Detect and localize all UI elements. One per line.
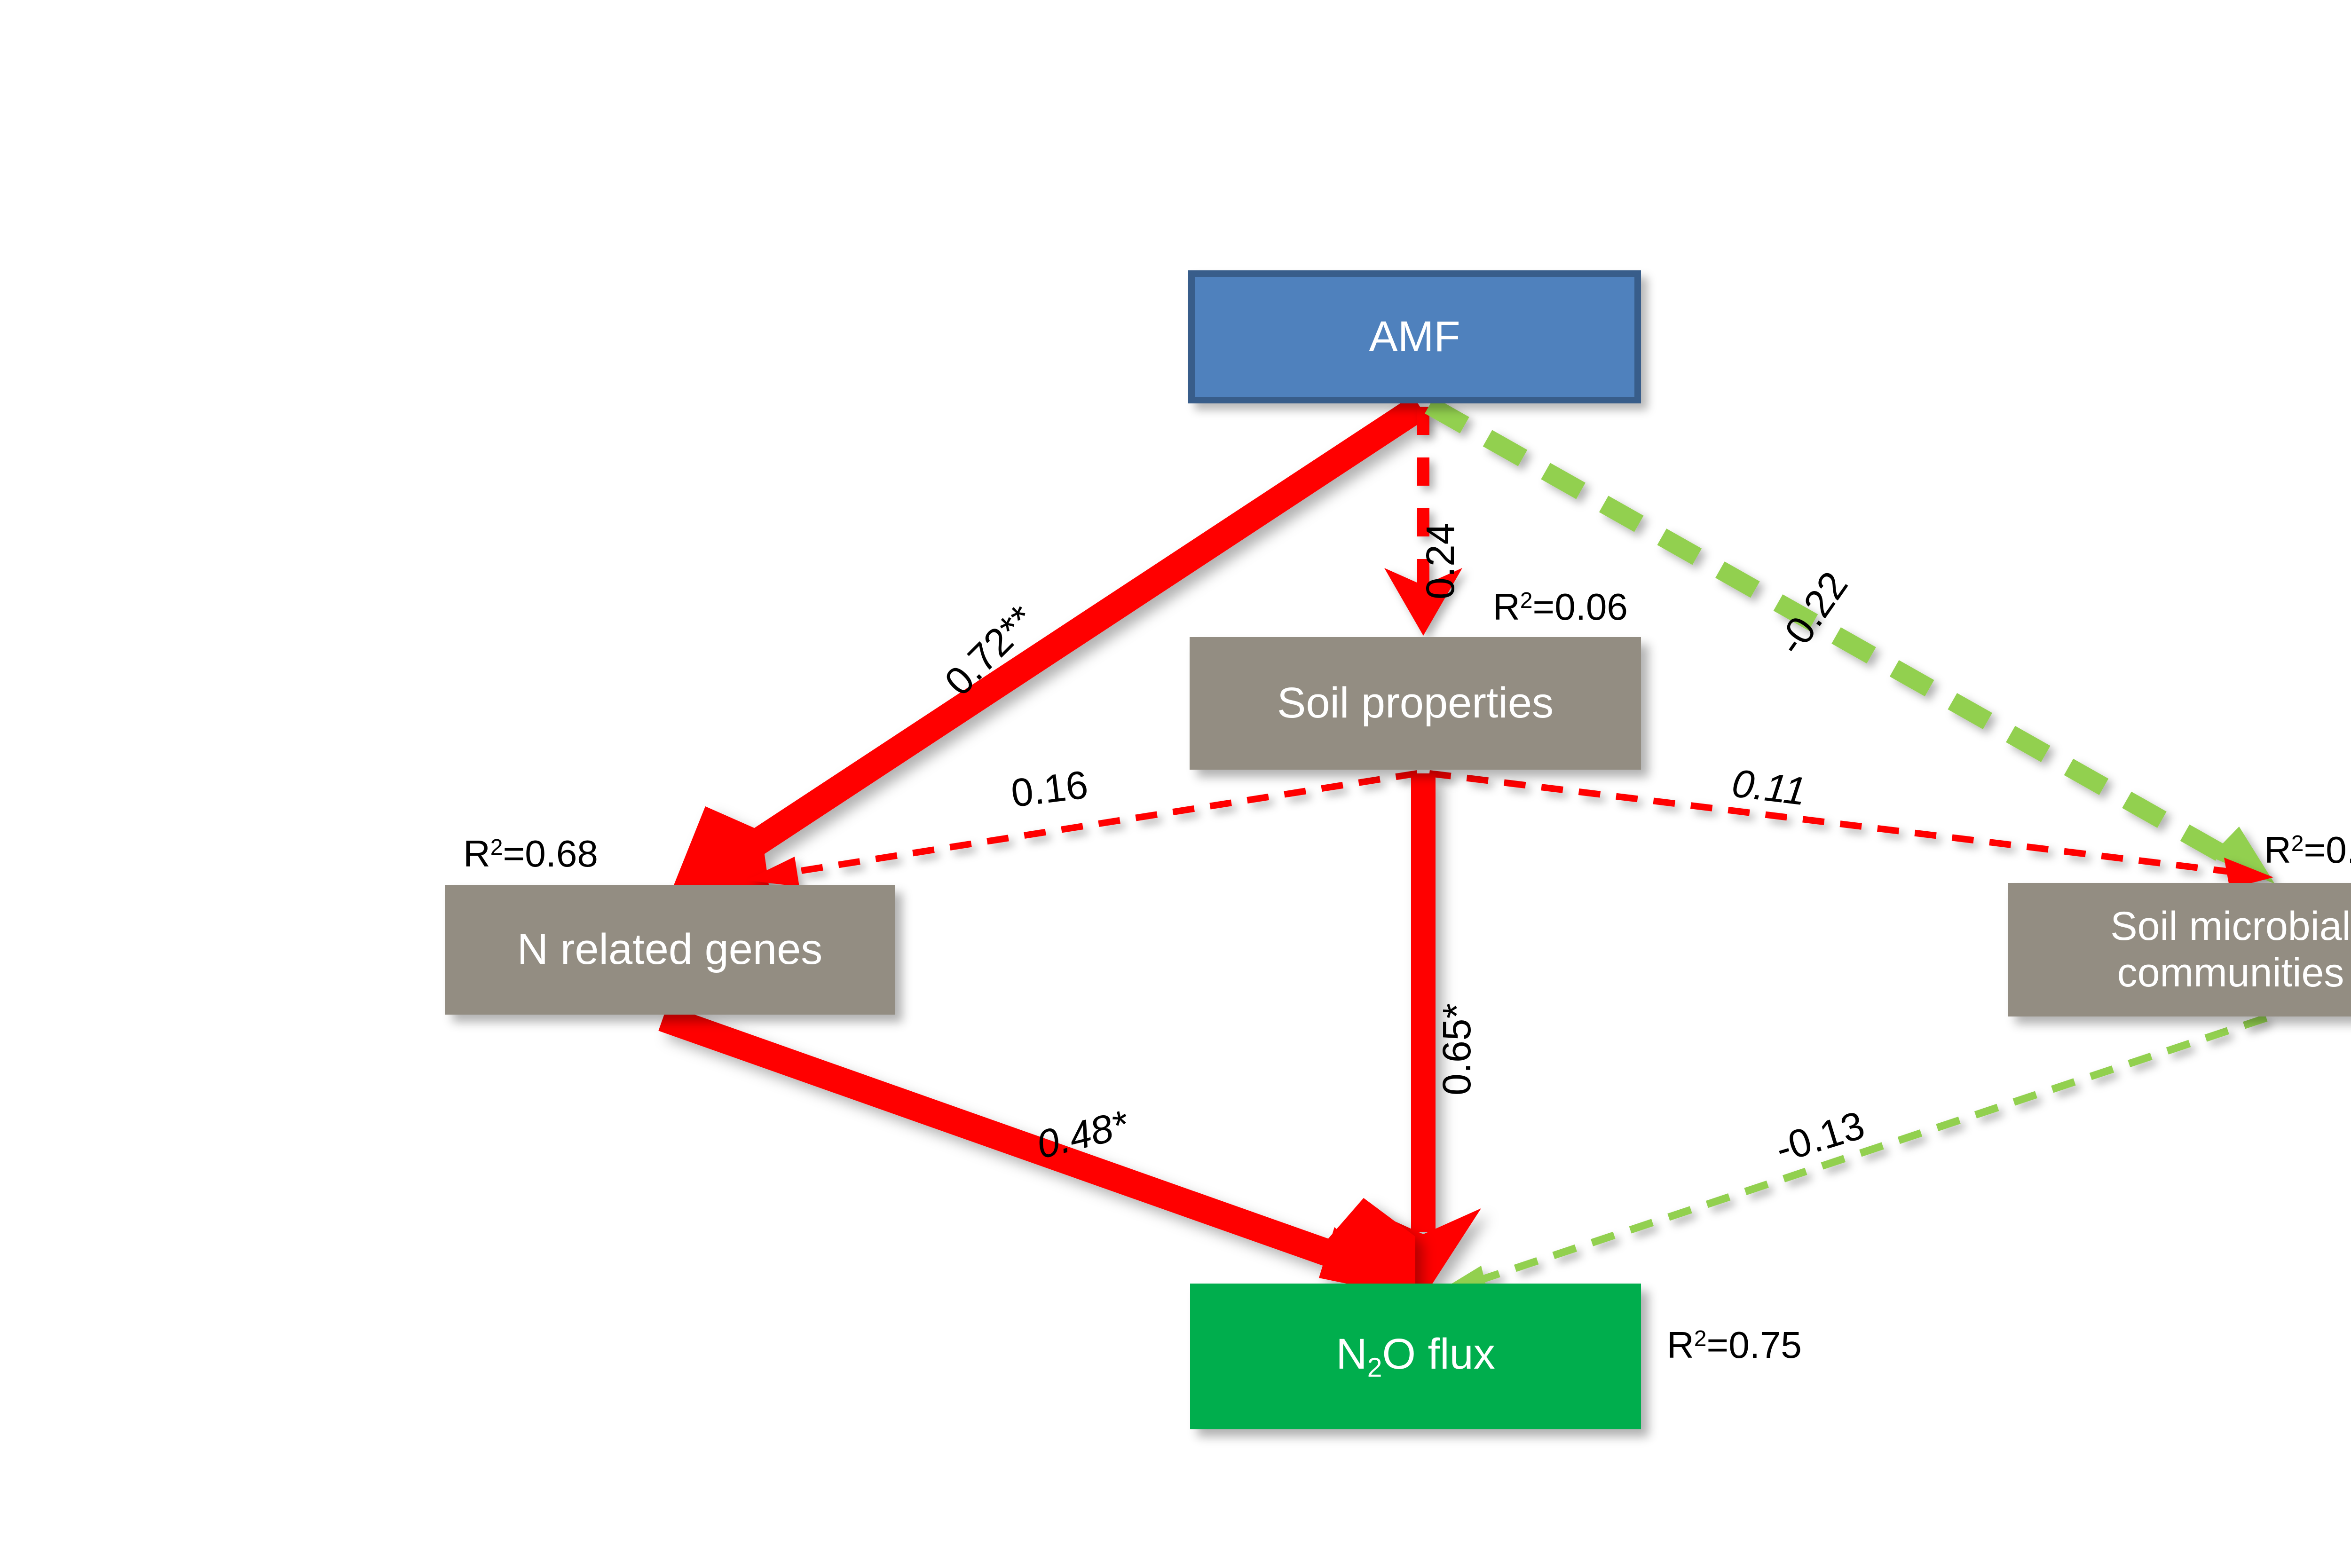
edge-soil-microbial-communities-to-n2o-flux (1432, 1014, 2268, 1296)
r2-superscript: 2 (1520, 588, 1533, 614)
r2-equals: = (2304, 829, 2326, 871)
n2o-label-subscript: 2 (1367, 1352, 1382, 1383)
r2-superscript: 2 (490, 835, 503, 860)
smc-line-2: communities (2117, 950, 2344, 995)
r2-superscript: 2 (1694, 1326, 1707, 1352)
edge-amf-to-soil-microbial-communities (1425, 397, 2275, 884)
r2-value-n2o-flux: 0.75 (1728, 1324, 1802, 1366)
r2-equals: = (1706, 1324, 1729, 1366)
r2-value-n-related-genes: 0.68 (525, 833, 598, 875)
r2-equals: = (1532, 586, 1555, 628)
r2-label-soil-microbial-communities: R2=0.26 (2264, 828, 2351, 872)
r2-prefix: R (463, 833, 490, 875)
r2-value-soil-microbial-communities: 0.26 (2326, 829, 2351, 871)
r2-superscript: 2 (2291, 831, 2304, 857)
coefficient-label-amf-to-soil-properties: 0.24 (1418, 522, 1462, 600)
edge-soil-properties-to-soil-microbial-communities (1429, 770, 2273, 889)
node-soil-properties-label: Soil properties (1277, 679, 1554, 727)
r2-label-n2o-flux: R2=0.75 (1667, 1324, 1802, 1367)
node-n2o-flux-label: N2O flux (1190, 1330, 1641, 1384)
n2o-label-oflux: O flux (1382, 1330, 1495, 1378)
smc-line-1: Soil microbial (2110, 904, 2351, 949)
node-soil-properties[interactable]: Soil properties (1190, 637, 1641, 770)
coefficient-label-soil-properties-to-soil-microbial-communities: 0.11 (1729, 760, 1808, 814)
r2-prefix: R (2264, 829, 2291, 871)
edge-soil-properties-to-n-related-genes (747, 770, 1418, 887)
r2-prefix: R (1493, 586, 1520, 628)
n2o-label-n: N (1336, 1330, 1367, 1378)
edge-n-related-genes-to-n2o-flux (658, 1005, 1415, 1298)
edge-amf-to-soil-properties (1384, 407, 1462, 636)
node-amf-label: AMF (1369, 312, 1460, 361)
r2-label-soil-properties: R2=0.06 (1493, 585, 1628, 629)
r2-equals: = (503, 833, 525, 875)
r2-prefix: R (1667, 1324, 1694, 1366)
node-n-related-genes[interactable]: N related genes (445, 885, 895, 1015)
node-n-related-genes-label: N related genes (517, 925, 823, 974)
r2-value-soil-properties: 0.06 (1554, 586, 1628, 628)
node-amf[interactable]: AMF (1188, 270, 1641, 403)
coefficient-label-soil-properties-to-n-related-genes: 0.16 (1009, 762, 1090, 816)
r2-label-n-related-genes: R2=0.68 (463, 832, 598, 875)
node-n2o-flux[interactable]: N2O flux (1190, 1284, 1641, 1429)
coefficient-label-soil-properties-to-n2o-flux: 0.65* (1435, 1003, 1479, 1095)
